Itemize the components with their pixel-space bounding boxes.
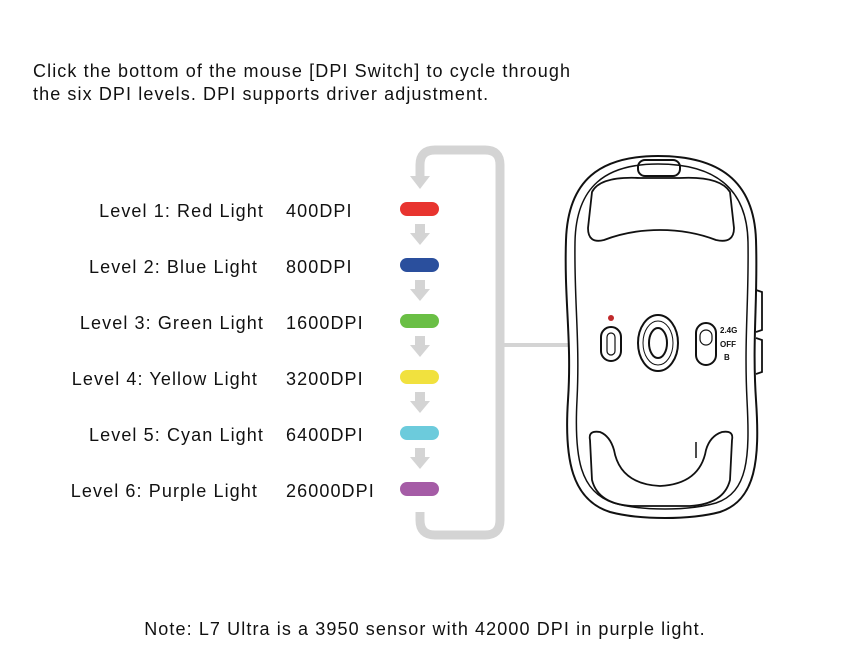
level-label-6: Level 6: Purple Light bbox=[70, 481, 258, 501]
level-label-3: Level 3: Green Light bbox=[79, 313, 264, 333]
dpi-value-3: 1600DPI bbox=[286, 313, 364, 333]
dpi-value-2: 800DPI bbox=[286, 257, 353, 277]
red-light-swatch bbox=[400, 202, 439, 216]
level-down-arrows bbox=[410, 224, 430, 469]
mouse-skate-bottom bbox=[588, 430, 734, 507]
switch-label-b: B bbox=[724, 353, 730, 362]
dpi-switch-button bbox=[600, 326, 622, 362]
sensor-inner bbox=[648, 327, 668, 359]
blue-light-swatch bbox=[400, 258, 439, 272]
sensor-outer bbox=[637, 314, 679, 372]
level-label-5: Level 5: Cyan Light bbox=[89, 425, 264, 445]
yellow-light-swatch bbox=[400, 370, 439, 384]
mouse-skate-top bbox=[587, 176, 735, 242]
green-light-swatch bbox=[400, 314, 439, 328]
level-label-2: Level 2: Blue Light bbox=[88, 257, 258, 277]
mouse-inner-outline bbox=[574, 163, 749, 510]
note-text: Note: L7 Ultra is a 3950 sensor with 420… bbox=[144, 619, 706, 639]
cycle-loop-arrow bbox=[415, 145, 568, 540]
intro-line-1: Click the bottom of the mouse [DPI Switc… bbox=[33, 61, 572, 81]
down-arrow-5 bbox=[410, 448, 430, 469]
dpi-indicator-led bbox=[608, 315, 614, 321]
dpi-value-5: 6400DPI bbox=[286, 425, 364, 445]
purple-light-swatch bbox=[400, 482, 439, 496]
down-arrow-4 bbox=[410, 392, 430, 413]
level-label-4: Level 4: Yellow Light bbox=[71, 369, 258, 389]
mouse-bottom-view bbox=[564, 154, 763, 519]
dpi-value-1: 400DPI bbox=[286, 201, 353, 221]
intro-line-2: the six DPI levels. DPI supports driver … bbox=[33, 84, 490, 104]
down-arrow-2 bbox=[410, 280, 430, 301]
down-arrow-3 bbox=[410, 336, 430, 357]
level-label-1: Level 1: Red Light bbox=[99, 201, 264, 221]
dpi-value-6: 26000DPI bbox=[286, 481, 375, 501]
cyan-light-swatch bbox=[400, 426, 439, 440]
intro-text: Click the bottom of the mouse [DPI Switc… bbox=[33, 60, 571, 106]
switch-label-2-4g: 2.4G bbox=[720, 326, 737, 335]
mouse-outline bbox=[564, 154, 759, 519]
mouse-top-notch bbox=[637, 159, 681, 177]
dpi-value-4: 3200DPI bbox=[286, 369, 364, 389]
switch-label-off: OFF bbox=[720, 340, 736, 349]
loop-arrow-head bbox=[410, 176, 430, 189]
mode-switch bbox=[695, 322, 717, 366]
down-arrow-1 bbox=[410, 224, 430, 245]
